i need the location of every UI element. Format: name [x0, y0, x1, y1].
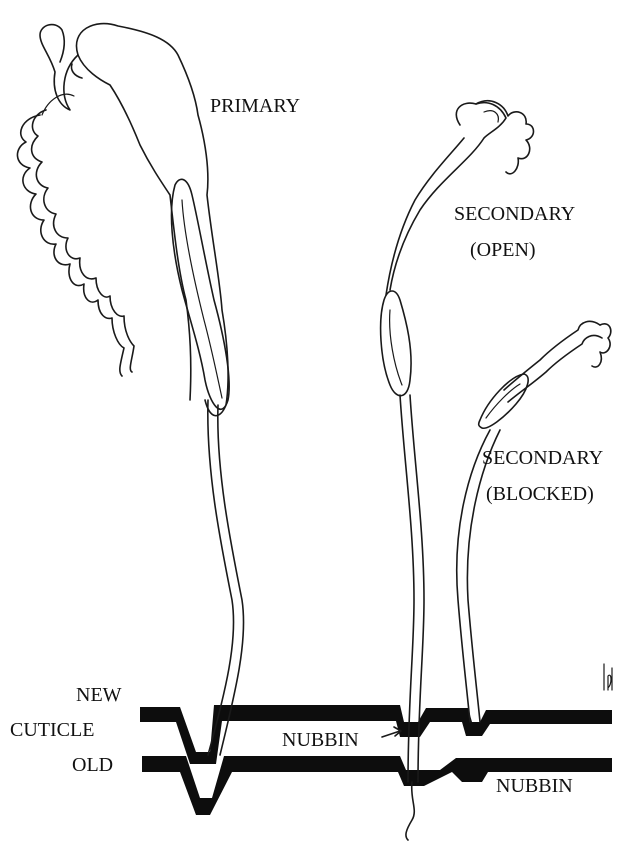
- old-label: OLD: [72, 755, 113, 775]
- new-label: NEW: [76, 685, 122, 705]
- secondary-blocked-sublabel: (BLOCKED): [486, 484, 594, 504]
- secondary-blocked-gland: [457, 321, 611, 722]
- signature-mark: [604, 664, 612, 690]
- new-cuticle-band: [140, 705, 612, 764]
- secondary-open-sublabel: (OPEN): [470, 240, 536, 260]
- primary-label: PRIMARY: [210, 96, 300, 116]
- cuticle-label: CUTICLE: [10, 720, 94, 740]
- nubbin-label-left: NUBBIN: [282, 730, 359, 750]
- primary-gland: [17, 24, 243, 755]
- nubbin-label-right: NUBBIN: [496, 776, 573, 796]
- nubbin-pointer: [382, 727, 401, 737]
- secondary-blocked-label: SECONDARY: [482, 448, 603, 468]
- secondary-open-label: SECONDARY: [454, 204, 575, 224]
